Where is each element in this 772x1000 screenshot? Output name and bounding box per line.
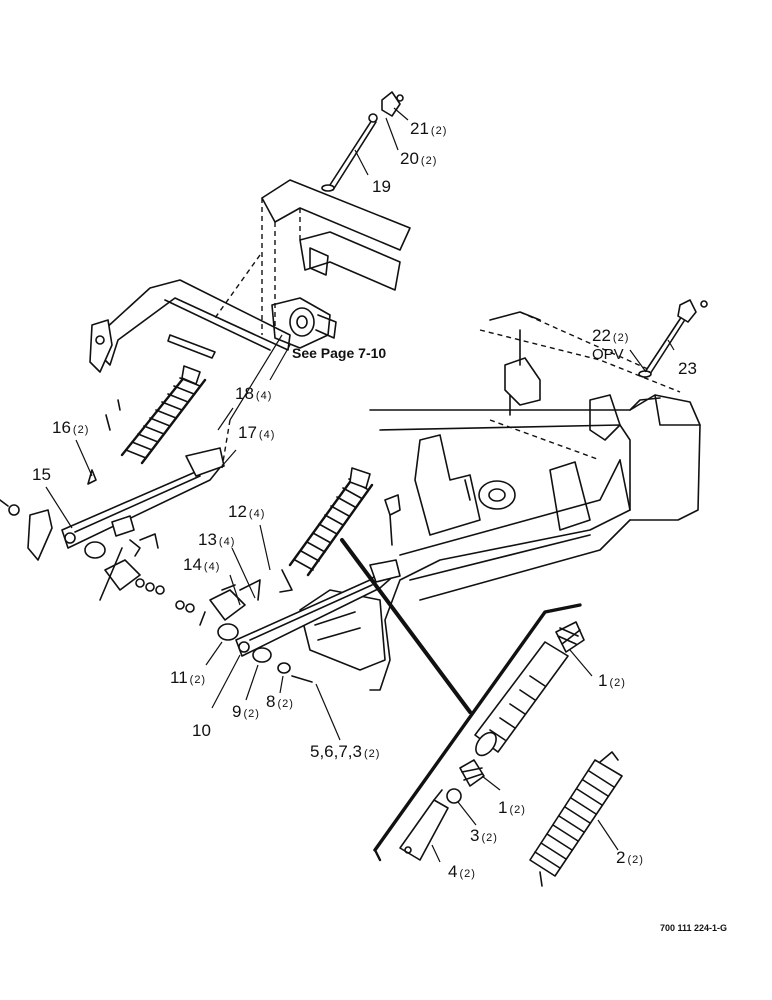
label-9: 9(2) bbox=[232, 702, 260, 721]
lift-rod-23 bbox=[638, 299, 708, 378]
label-opv: OPV bbox=[592, 346, 624, 363]
label-23: 23 bbox=[678, 359, 697, 378]
label-5-6-7-3: 5,6,7,3(2) bbox=[310, 742, 380, 761]
label-12: 12(4) bbox=[228, 502, 265, 521]
dashed-connector bbox=[214, 254, 261, 469]
label-17: 17(4) bbox=[238, 423, 275, 442]
label-14: 14(4) bbox=[183, 555, 220, 574]
label-18: 18(4) bbox=[235, 384, 272, 403]
rear-frame bbox=[261, 179, 411, 349]
label-1-bottom: 1(2) bbox=[498, 798, 526, 817]
label-22: 22(2) bbox=[592, 326, 629, 345]
lift-rod-19 bbox=[321, 91, 404, 192]
drawing-code: 700 111 224-1-G bbox=[660, 923, 727, 933]
see-page-note: See Page 7-10 bbox=[292, 345, 386, 361]
label-19: 19 bbox=[372, 177, 391, 196]
spring-2 bbox=[529, 751, 623, 887]
spring-right bbox=[279, 467, 374, 593]
label-20: 20(2) bbox=[400, 149, 437, 168]
lower-arm-10 bbox=[175, 494, 401, 683]
label-11: 11(2) bbox=[170, 668, 206, 687]
label-16: 16(2) bbox=[52, 418, 89, 437]
detail-callout bbox=[340, 538, 582, 862]
detail-spring-assembly bbox=[399, 621, 585, 861]
label-15: 15 bbox=[32, 465, 51, 484]
upper-arm-left bbox=[89, 279, 291, 431]
label-3: 3(2) bbox=[470, 826, 498, 845]
spring-left bbox=[120, 365, 207, 465]
main-frame bbox=[299, 311, 701, 691]
label-2: 2(2) bbox=[616, 848, 644, 867]
label-10: 10 bbox=[192, 721, 211, 740]
callout-labels: 21(2) 20(2) 19 22(2) OPV 23 See Page 7-1… bbox=[32, 119, 727, 933]
leader-lines bbox=[45, 107, 675, 863]
see-page-leader bbox=[229, 334, 291, 421]
label-1-top: 1(2) bbox=[598, 671, 626, 690]
label-21: 21(2) bbox=[410, 119, 447, 138]
label-4: 4(2) bbox=[448, 862, 476, 881]
label-8: 8(2) bbox=[266, 692, 294, 711]
label-13: 13(4) bbox=[198, 530, 235, 549]
